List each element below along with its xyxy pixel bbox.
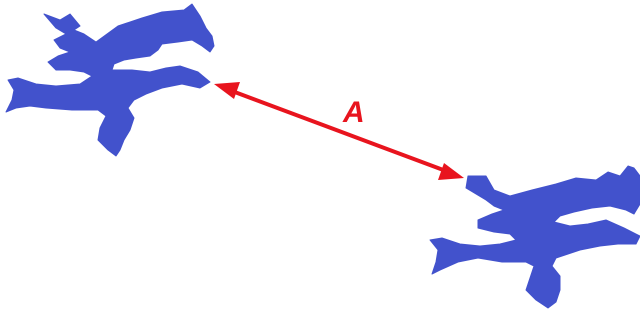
irregular-blob-shape-lower-right xyxy=(430,166,640,308)
arrow-shaft xyxy=(232,91,446,171)
arrow-head-right xyxy=(438,163,464,180)
measurement-label-a: A xyxy=(342,96,365,129)
distance-arrow xyxy=(214,82,464,180)
irregular-blob-shape-upper-left xyxy=(6,4,214,156)
arrow-head-left xyxy=(214,82,240,99)
